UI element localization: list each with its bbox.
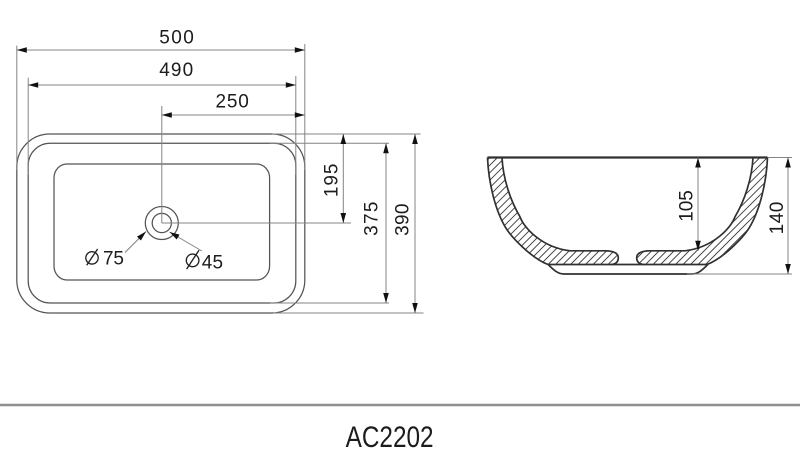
svg-text:195: 195 [321, 164, 342, 198]
svg-text:140: 140 [767, 202, 788, 235]
svg-text:45: 45 [202, 252, 223, 273]
svg-text:AC2202: AC2202 [346, 421, 434, 454]
svg-text:390: 390 [392, 204, 413, 236]
svg-text:375: 375 [362, 202, 383, 236]
svg-text:75: 75 [103, 248, 124, 269]
svg-text:500: 500 [159, 28, 194, 49]
svg-text:490: 490 [159, 60, 193, 81]
svg-text:105: 105 [677, 190, 698, 222]
svg-text:250: 250 [216, 92, 249, 113]
